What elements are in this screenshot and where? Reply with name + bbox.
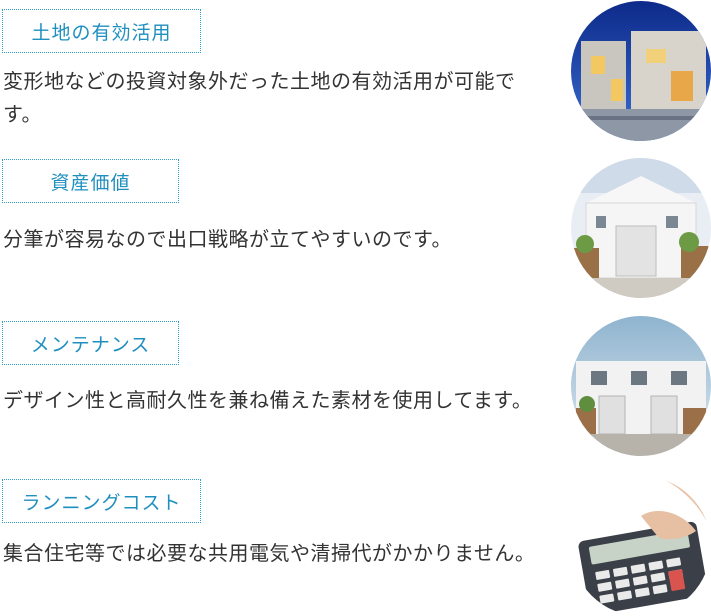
desc-maintenance: デザイン性と高耐久性を兼ね備えた素材を使用してます。 (3, 388, 533, 412)
townhouse-photo (571, 316, 711, 456)
tag-asset-value: 資産価値 (2, 159, 179, 203)
house-night-photo (571, 1, 711, 141)
tag-land-use: 土地の有効活用 (2, 9, 201, 53)
tag-maintenance: メンテナンス (2, 321, 179, 365)
white-house-photo (571, 158, 711, 298)
calculator-photo (571, 476, 711, 616)
desc-running-cost: 集合住宅等では必要な共用電気や清掃代がかかりません。 (3, 541, 536, 565)
tag-running-cost: ランニングコスト (2, 479, 201, 523)
desc-asset-value: 分筆が容易なので出口戦略が立てやすいのです。 (3, 227, 452, 251)
desc-land-use: 変形地などの投資対象外だった土地の有効活用が可能です。 (3, 69, 516, 126)
